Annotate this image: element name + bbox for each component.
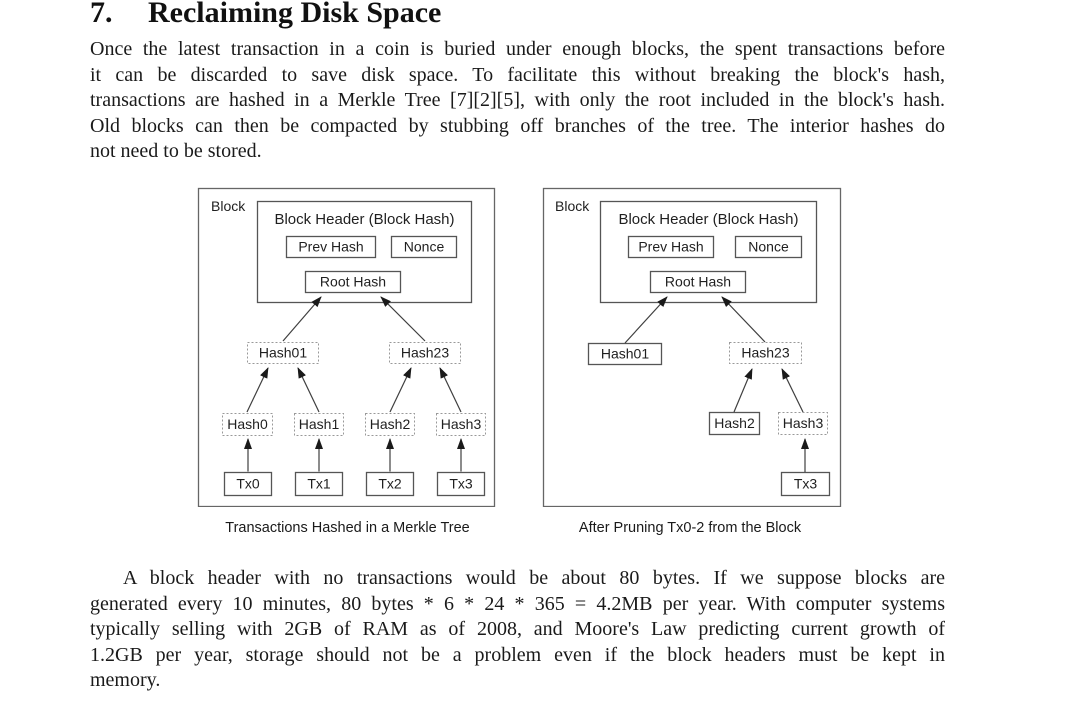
hash1-label: Hash1 (299, 416, 340, 432)
paragraph2-line-2: generated every 10 minutes, 80 bytes * 6… (90, 592, 945, 615)
tx3-label: Tx3 (794, 476, 818, 492)
block-label: Block (555, 198, 590, 214)
nonce-label: Nonce (404, 239, 445, 255)
hash0-box (222, 413, 273, 436)
hash3-label: Hash3 (441, 416, 482, 432)
prev-hash-label: Prev Hash (298, 239, 363, 255)
nonce-label: Nonce (748, 239, 789, 255)
hash2-box (708, 411, 761, 436)
paragraph1-line-1: Once the latest transaction in a coin is… (90, 38, 945, 60)
tx3-box (780, 471, 831, 497)
arrow-hash1-to-hash01 (297, 367, 320, 413)
hash23-box (729, 342, 802, 364)
prev-hash-box (627, 235, 715, 259)
hash3-box (436, 413, 486, 436)
paragraph2-line-5: memory. (90, 669, 161, 691)
hash2-label: Hash2 (370, 416, 411, 432)
paragraph2-line-3: typically selling with 2GB of RAM as of … (90, 618, 945, 640)
paragraph1-line-4: Old blocks can then be compacted by stub… (90, 114, 945, 137)
hash2-label: Hash2 (714, 415, 755, 431)
arrow-hash2-to-hash23 (389, 367, 412, 413)
paragraph2-line-1: A block header with no transactions woul… (123, 567, 945, 589)
arrow-hash3-to-hash23 (439, 367, 462, 413)
figure-caption-left: Transactions Hashed in a Merkle Tree (225, 520, 470, 536)
root-hash-label: Root Hash (320, 274, 386, 290)
paragraph1-line-3: transactions are hashed in a Merkle Tree… (90, 89, 945, 111)
tx1-label: Tx1 (307, 476, 331, 492)
root-hash-label: Root Hash (665, 274, 731, 290)
hash3-label: Hash3 (783, 415, 824, 431)
tx3-label: Tx3 (449, 476, 473, 492)
block-box (197, 187, 496, 507)
figure-caption-right: After Pruning Tx0-2 from the Block (578, 520, 802, 536)
hash2-box (365, 413, 415, 436)
arrow-hash23-to-roothash (380, 296, 426, 342)
root-hash-box (304, 270, 402, 294)
arrow-hash23-to-roothash (721, 296, 766, 343)
tx0-label: Tx0 (236, 476, 260, 492)
hash23-label: Hash23 (401, 345, 449, 361)
prev-hash-box (285, 235, 377, 259)
tx3-box (436, 471, 486, 497)
hash23-box (389, 342, 461, 364)
paragraph1-line-2: it can be discarded to save disk space. … (90, 63, 945, 86)
arrow-hash0-to-hash01 (246, 367, 269, 413)
section-heading: 7. Reclaiming Disk Space (90, 0, 441, 30)
tx1-box (294, 471, 344, 497)
hash0-label: Hash0 (227, 416, 268, 432)
arrow-hash01-to-roothash (624, 296, 668, 344)
block-header-title: Block Header (Block Hash) (274, 211, 454, 228)
hash01-box (247, 342, 319, 364)
paragraph2-line-4: 1.2GB per year, storage should not be a … (90, 643, 945, 666)
section-number: 7. (90, 0, 113, 29)
pruned-merkle-tree-diagram: Block Block Header (Block Hash) Prev Has… (542, 187, 842, 507)
hash23-label: Hash23 (741, 345, 789, 361)
tx2-label: Tx2 (378, 476, 402, 492)
prev-hash-label: Prev Hash (638, 239, 703, 255)
hash01-box (587, 342, 663, 366)
block-box (542, 187, 842, 507)
block-label: Block (211, 198, 246, 214)
root-hash-box (649, 270, 747, 294)
hash1-box (294, 413, 344, 436)
arrow-hash01-to-roothash (282, 296, 322, 342)
nonce-box (734, 235, 803, 259)
merkle-tree-diagram: Block Block Header (Block Hash) Prev Has… (197, 187, 496, 507)
paragraph-1: Once the latest transaction in a coin is… (90, 37, 945, 165)
arrow-hash3-to-hash23 (781, 368, 804, 413)
paragraph-2: A block header with no transactions woul… (90, 566, 945, 694)
section-title-text: Reclaiming Disk Space (148, 0, 442, 29)
nonce-box (390, 235, 458, 259)
block-header-title: Block Header (Block Hash) (618, 211, 798, 228)
hash01-label: Hash01 (601, 346, 649, 362)
arrow-hash2-to-hash23 (733, 368, 753, 413)
tx0-box (223, 471, 273, 497)
hash3-box (778, 412, 828, 435)
hash01-label: Hash01 (259, 345, 307, 361)
paragraph1-line-5: not need to be stored. (90, 140, 262, 162)
tx2-box (365, 471, 415, 497)
